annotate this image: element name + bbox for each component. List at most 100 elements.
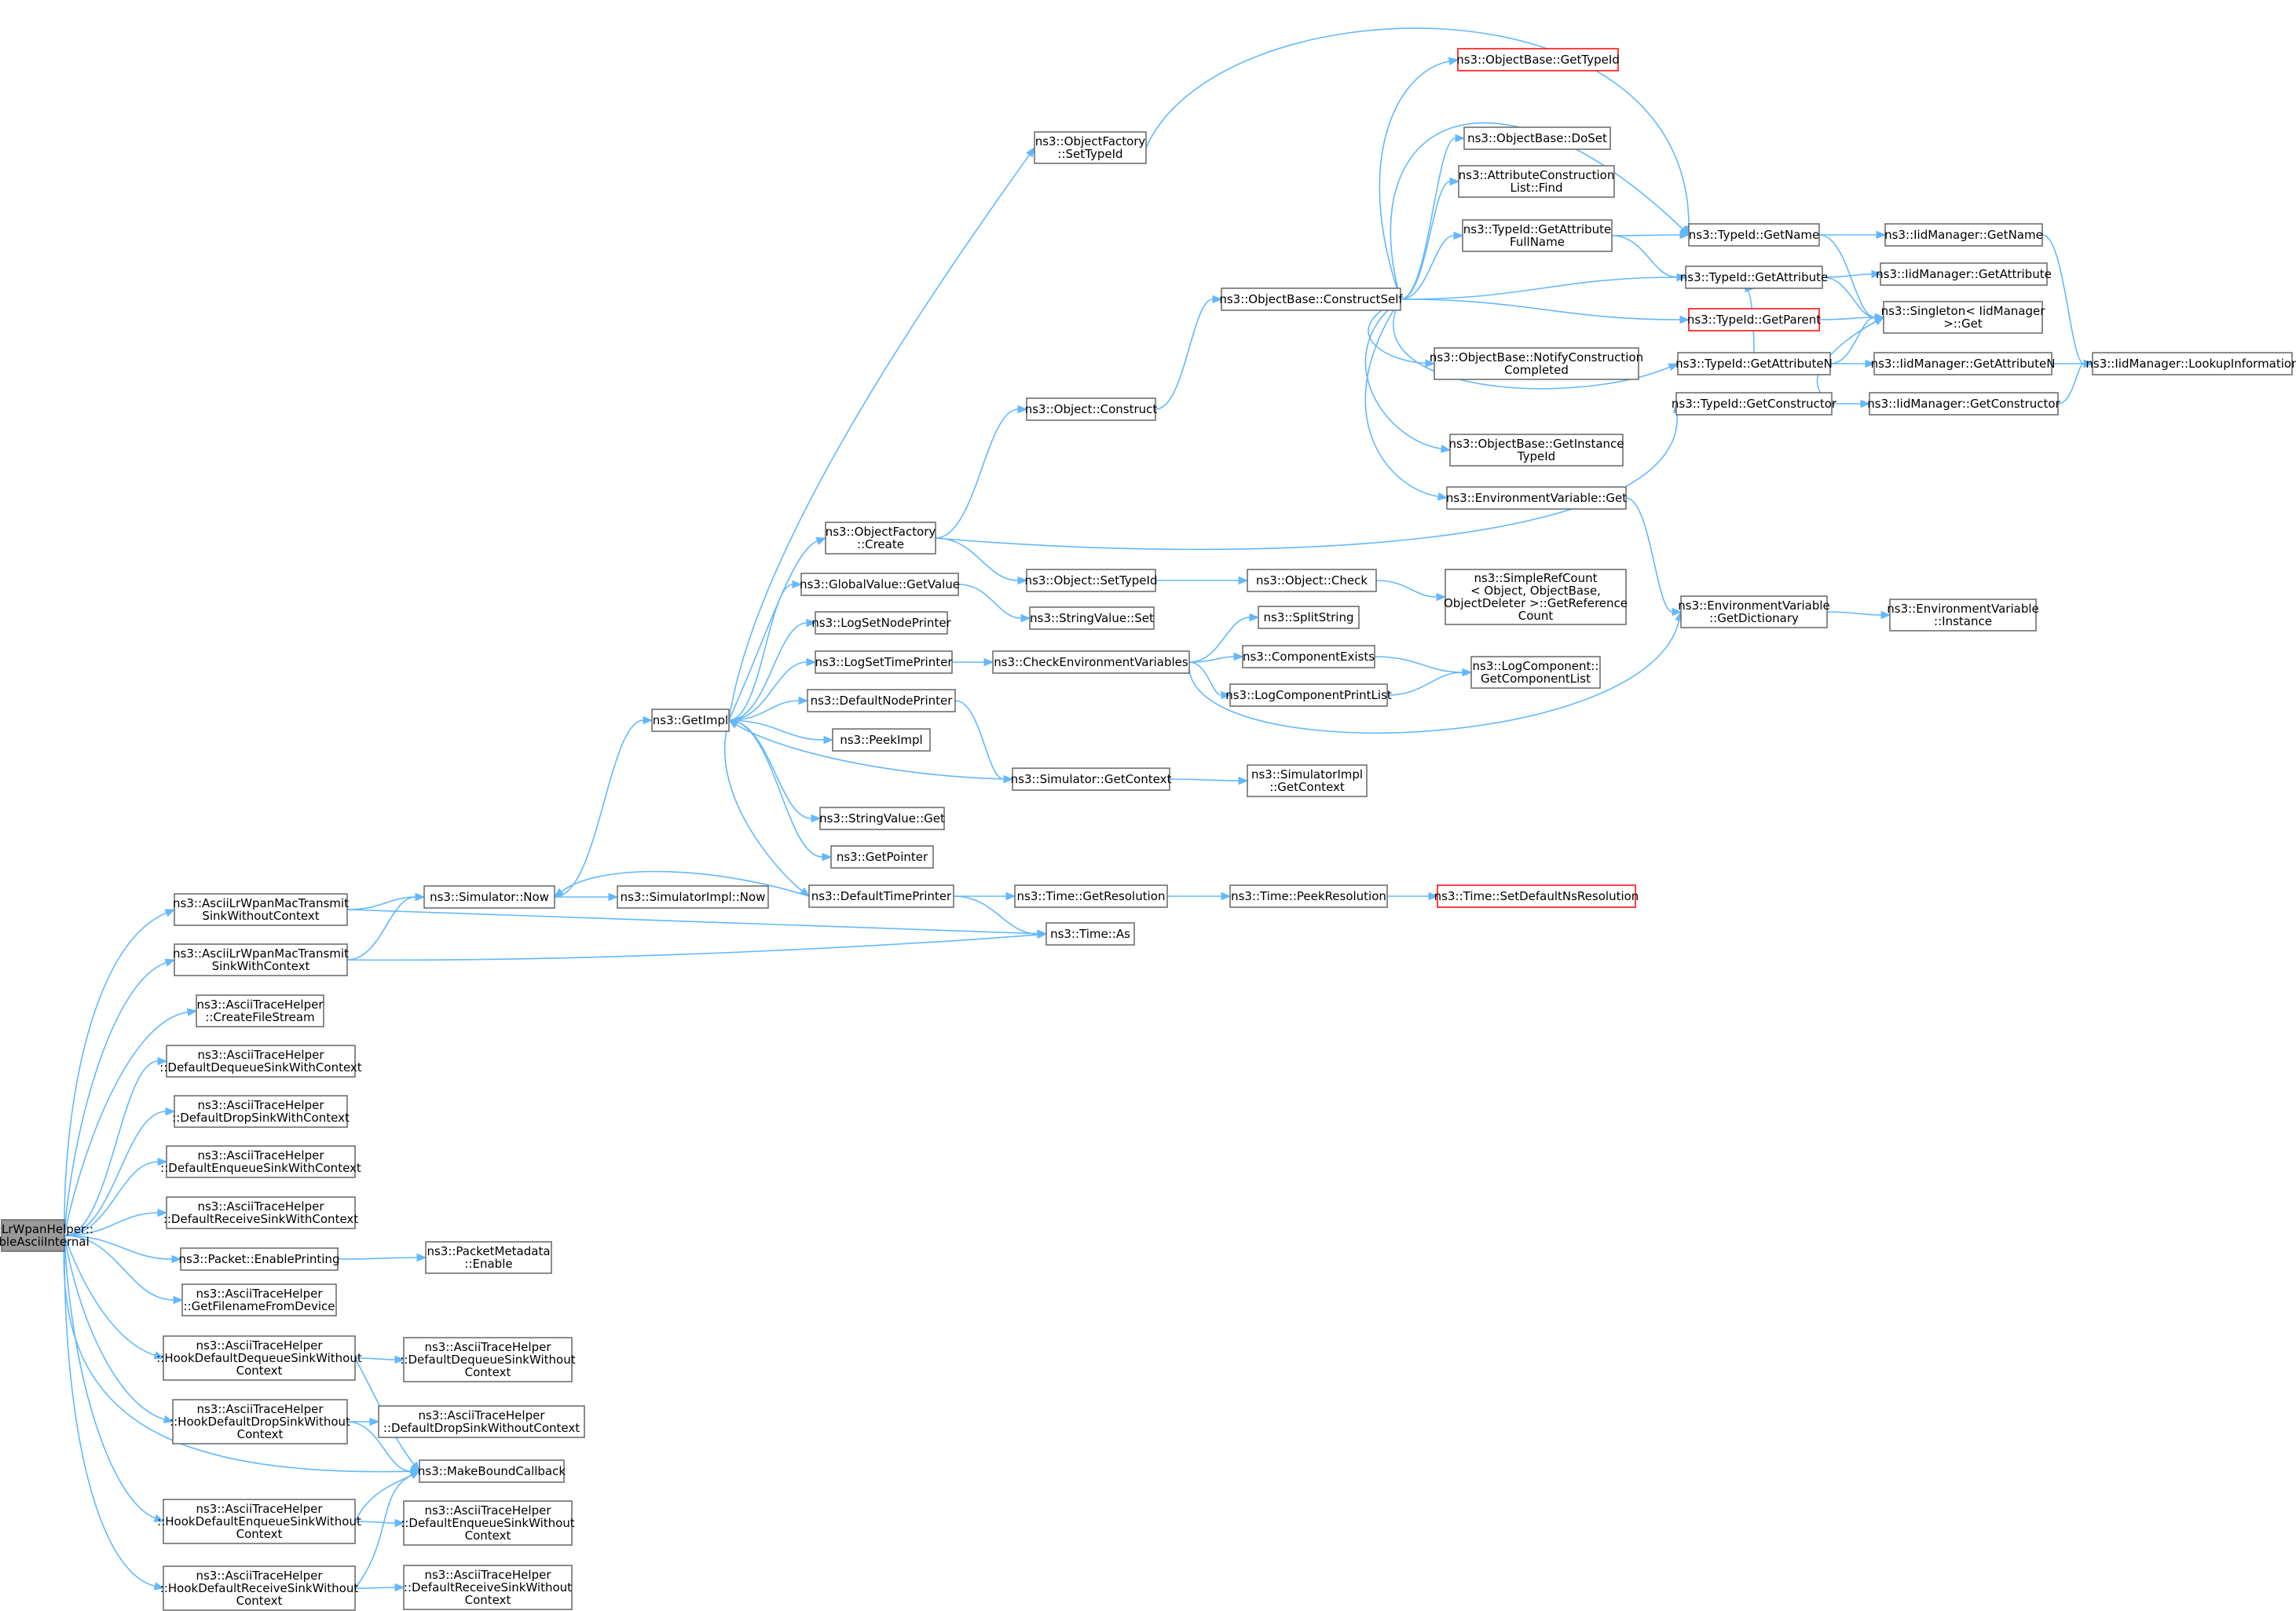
node-box xyxy=(403,1337,573,1382)
node-log-comp-get-list[interactable]: ns3::LogComponent::GetComponentList xyxy=(1470,656,1601,689)
edge-line xyxy=(935,412,1678,551)
node-tid-get-parent[interactable]: ns3::TypeId::GetParent xyxy=(1687,308,1821,331)
node-sim-impl-get-context[interactable]: ns3::SimulatorImpl::GetContext xyxy=(1247,764,1368,797)
node-peek-impl[interactable]: ns3::PeekImpl xyxy=(832,728,931,752)
node-iid-lookup[interactable]: ns3::IidManager::LookupInformation xyxy=(2085,352,2296,375)
node-box xyxy=(1026,397,1156,421)
node-env-var-get-dict[interactable]: ns3::EnvironmentVariable::GetDictionary xyxy=(1678,595,1830,628)
node-log-comp-print-list[interactable]: ns3::LogComponentPrintList xyxy=(1225,683,1392,707)
node-label-line: ns3::AsciiTraceHelper xyxy=(196,1502,323,1516)
edge-line xyxy=(1364,298,1439,497)
node-tid-get-attribute-n[interactable]: ns3::TypeId::GetAttributeN xyxy=(1675,352,1833,375)
node-singleton-get[interactable]: ns3::Singleton< IidManager>::Get xyxy=(1881,301,2046,334)
node-iid-get-attribute[interactable]: ns3::IidManager::GetAttribute xyxy=(1876,262,2052,286)
node-get-filename[interactable]: ns3::AsciiTraceHelper::GetFilenameFromDe… xyxy=(181,1283,337,1316)
node-log-set-time[interactable]: ns3::LogSetTimePrinter xyxy=(815,650,953,674)
node-def-drop-without[interactable]: ns3::AsciiTraceHelper::DefaultDropSinkWi… xyxy=(378,1405,585,1438)
node-make-bound[interactable]: ns3::MakeBoundCallback xyxy=(418,1459,566,1483)
node-create-file-stream[interactable]: ns3::AsciiTraceHelper::CreateFileStream xyxy=(196,994,324,1027)
node-time-set-default[interactable]: ns3::Time::SetDefaultNsResolution xyxy=(1434,884,1639,908)
node-comp-exists[interactable]: ns3::ComponentExists xyxy=(1242,645,1375,668)
node-def-enqueue-with[interactable]: ns3::AsciiTraceHelper::DefaultEnqueueSin… xyxy=(160,1145,361,1178)
node-hook-enqueue[interactable]: ns3::AsciiTraceHelper::HookDefaultEnqueu… xyxy=(157,1499,361,1544)
node-hook-dequeue[interactable]: ns3::AsciiTraceHelper::HookDefaultDequeu… xyxy=(156,1335,362,1381)
node-env-var-get[interactable]: ns3::EnvironmentVariable::Get xyxy=(1446,486,1627,510)
node-sim-now[interactable]: ns3::Simulator::Now xyxy=(423,885,555,909)
node-label-line: ns3::EnvironmentVariable xyxy=(1887,602,2038,616)
node-of-set-type-id[interactable]: ns3::ObjectFactory::SetTypeId xyxy=(1034,131,1147,164)
node-check-env[interactable]: ns3::CheckEnvironmentVariables xyxy=(992,650,1190,674)
node-def-dequeue-without[interactable]: ns3::AsciiTraceHelper::DefaultDequeueSin… xyxy=(400,1337,576,1382)
node-iid-get-constructor[interactable]: ns3::IidManager::GetConstructor xyxy=(1867,392,2061,416)
edge-line xyxy=(1400,137,1456,300)
node-time-get-res[interactable]: ns3::Time::GetResolution xyxy=(1014,884,1168,908)
node-tid-get-constructor[interactable]: ns3::TypeId::GetConstructor xyxy=(1672,392,1837,416)
arrowhead xyxy=(553,888,565,898)
node-box xyxy=(1458,165,1615,198)
node-obj-set-type-id[interactable]: ns3::Object::SetTypeId xyxy=(1025,569,1158,592)
node-box xyxy=(1229,884,1388,908)
node-gv-get-value[interactable]: ns3::GlobalValue::GetValue xyxy=(800,573,960,596)
node-def-time-printer[interactable]: ns3::DefaultTimePrinter xyxy=(808,884,954,908)
node-box xyxy=(1247,764,1368,797)
node-split-string[interactable]: ns3::SplitString xyxy=(1258,606,1360,629)
node-hook-receive[interactable]: ns3::AsciiTraceHelper::HookDefaultReceiv… xyxy=(160,1565,359,1611)
node-label-line: ns3::ObjectFactory xyxy=(1035,134,1146,148)
node-env-var-instance[interactable]: ns3::EnvironmentVariable::Instance xyxy=(1887,599,2039,632)
node-label-line: ns3::AsciiTraceHelper xyxy=(196,1402,324,1416)
edge-line xyxy=(1829,317,1876,364)
node-label-line: ns3::StringValue::Set xyxy=(1030,611,1154,625)
node-of-create[interactable]: ns3::ObjectFactory::Create xyxy=(825,522,936,555)
node-iid-get-attribute-n[interactable]: ns3::IidManager::GetAttributeN xyxy=(1871,352,2056,375)
node-label-line: ns3::AsciiLrWpanMacTransmit xyxy=(173,946,349,961)
edge-line xyxy=(1169,778,1240,782)
node-ob-construct-self[interactable]: ns3::ObjectBase::ConstructSelf xyxy=(1219,287,1403,311)
node-tid-get-name[interactable]: ns3::TypeId::GetName xyxy=(1688,223,1820,247)
edge-enable-printing-to-pm-enable xyxy=(337,1253,427,1262)
node-simple-ref-count[interactable]: ns3::SimpleRefCount< Object, ObjectBase,… xyxy=(1444,569,1628,625)
arrowhead xyxy=(409,1470,421,1479)
node-obj-check[interactable]: ns3::Object::Check xyxy=(1247,569,1377,592)
edge-line xyxy=(1386,672,1463,696)
node-sink-with[interactable]: ns3::AsciiLrWpanMacTransmitSinkWithConte… xyxy=(173,943,349,976)
node-time-as[interactable]: ns3::Time::As xyxy=(1045,922,1135,946)
edge-line xyxy=(64,1235,174,1301)
node-label-line: < Object, ObjectBase, xyxy=(1470,584,1601,598)
node-ob-do-set[interactable]: ns3::ObjectBase::DoSet xyxy=(1463,126,1611,150)
node-tid-get-attribute[interactable]: ns3::TypeId::GetAttribute xyxy=(1680,265,1828,289)
node-label-line: ns3::AsciiLrWpanMacTransmit xyxy=(173,896,349,910)
node-pm-enable[interactable]: ns3::PacketMetadata::Enable xyxy=(425,1241,552,1274)
node-sink-without[interactable]: ns3::AsciiLrWpanMacTransmitSinkWithoutCo… xyxy=(173,893,349,926)
node-sv-get[interactable]: ns3::StringValue::Get xyxy=(819,807,945,830)
node-ob-get-type-id[interactable]: ns3::ObjectBase::GetTypeId xyxy=(1456,48,1620,71)
node-hook-drop[interactable]: ns3::AsciiTraceHelper::HookDefaultDropSi… xyxy=(170,1399,350,1444)
node-root[interactable]: ns3::LrWpanHelper::EnableAsciiInternal xyxy=(0,1219,93,1252)
node-sv-set[interactable]: ns3::StringValue::Set xyxy=(1029,606,1155,630)
node-time-peek-res[interactable]: ns3::Time::PeekResolution xyxy=(1229,884,1388,908)
edge-line xyxy=(1374,656,1463,673)
node-label-line: ::DefaultDequeueSinkWithout xyxy=(400,1353,575,1367)
node-def-receive-with[interactable]: ns3::AsciiTraceHelper::DefaultReceiveSin… xyxy=(163,1196,358,1229)
node-def-node-printer[interactable]: ns3::DefaultNodePrinter xyxy=(807,689,956,712)
node-log-set-node[interactable]: ns3::LogSetNodePrinter xyxy=(811,611,952,635)
node-sim-get-context[interactable]: ns3::Simulator::GetContext xyxy=(1011,767,1172,791)
arrowhead xyxy=(1037,929,1048,939)
node-def-enqueue-without[interactable]: ns3::AsciiTraceHelper::DefaultEnqueueSin… xyxy=(401,1500,575,1546)
node-ob-notify[interactable]: ns3::ObjectBase::NotifyConstructionCompl… xyxy=(1430,347,1643,380)
node-def-dequeue-with[interactable]: ns3::AsciiTraceHelper::DefaultDequeueSin… xyxy=(159,1045,362,1078)
node-sim-impl-now[interactable]: ns3::SimulatorImpl::Now xyxy=(617,885,769,909)
node-obj-construct[interactable]: ns3::Object::Construct xyxy=(1025,397,1158,421)
node-def-drop-with[interactable]: ns3::AsciiTraceHelper::DefaultDropSinkWi… xyxy=(172,1095,350,1128)
edge-line xyxy=(554,719,644,898)
node-iid-get-name[interactable]: ns3::IidManager::GetName xyxy=(1884,223,2043,247)
node-enable-printing[interactable]: ns3::Packet::EnablePrinting xyxy=(179,1247,340,1271)
edge-line xyxy=(354,1521,396,1524)
node-def-receive-without[interactable]: ns3::AsciiTraceHelper::DefaultReceiveSin… xyxy=(403,1565,573,1610)
node-get-impl[interactable]: ns3::GetImpl xyxy=(651,708,730,732)
arrowhead xyxy=(823,735,834,745)
arrowhead xyxy=(1871,269,1882,279)
node-get-pointer[interactable]: ns3::GetPointer xyxy=(830,845,934,869)
